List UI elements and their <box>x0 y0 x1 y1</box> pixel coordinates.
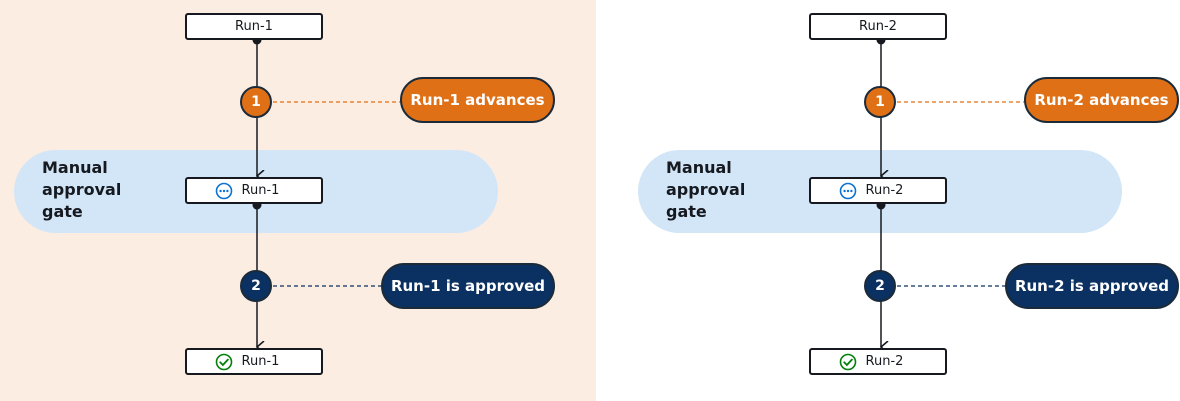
left-panel: Manual approval gate Run-1 <box>0 0 596 401</box>
run-node-start: Run-1 <box>185 13 323 40</box>
in-progress-icon <box>215 182 232 199</box>
run-advances-callout: Run-2 advances <box>1024 77 1179 123</box>
run-approved-callout: Run-2 is approved <box>1005 263 1179 309</box>
run-node-approved: Run-2 <box>809 348 947 375</box>
run-node-awaiting-approval: Run-2 <box>809 177 947 204</box>
success-check-icon <box>215 353 232 370</box>
run-advances-callout: Run-1 advances <box>400 77 555 123</box>
success-check-icon <box>839 353 856 370</box>
step-2-badge: 2 <box>240 270 272 302</box>
step-1-badge: 1 <box>240 86 272 118</box>
in-progress-icon <box>839 182 856 199</box>
right-panel: Manual approval gate Run-2 <box>596 0 1180 401</box>
run-approved-callout: Run-1 is approved <box>381 263 555 309</box>
step-1-badge: 1 <box>864 86 896 118</box>
manual-approval-gate-label: Manual approval gate <box>42 158 122 221</box>
step-2-badge: 2 <box>864 270 896 302</box>
run-node-approved: Run-1 <box>185 348 323 375</box>
run-node-awaiting-approval: Run-1 <box>185 177 323 204</box>
run-node-start: Run-2 <box>809 13 947 40</box>
manual-approval-gate-label: Manual approval gate <box>666 158 746 221</box>
